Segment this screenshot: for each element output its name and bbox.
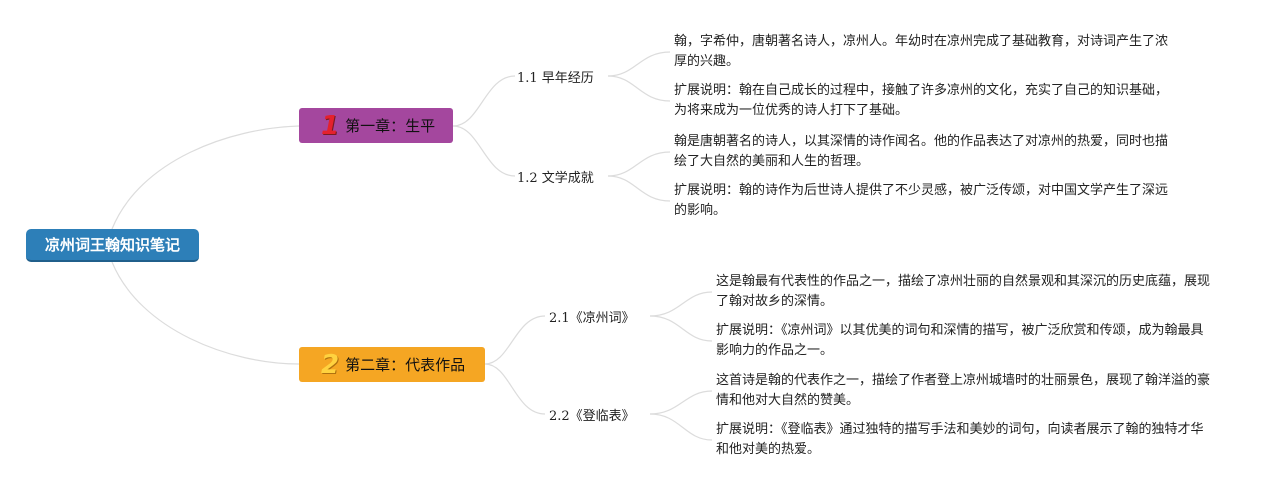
note-node[interactable]: 这首诗是翰的代表作之一，描绘了作者登上凉州城墙时的壮丽景色，展现了翰洋溢的豪情和… [716, 371, 1211, 411]
edge-s12-n1 [607, 151, 671, 177]
edge-s12-n2 [607, 175, 671, 202]
chapter-number-badge: 1 [321, 110, 340, 141]
section-title: 2.1《凉州词》 [549, 311, 635, 326]
edge-ch2-s22 [484, 363, 546, 415]
edge-s11-n1 [607, 51, 671, 77]
edge-s11-n2 [607, 75, 671, 102]
chapter-node-1[interactable]: 1 第一章：生平 [299, 108, 453, 143]
root-title: 凉州词王翰知识笔记 [44, 236, 180, 254]
section-node-1-2[interactable]: 1.2 文学成就 [517, 167, 594, 186]
edge-ch1-s11 [452, 75, 516, 127]
chapter-title: 第一章：生平 [345, 117, 436, 135]
edge-ch1-s12 [452, 125, 516, 177]
root-node[interactable]: 凉州词王翰知识笔记 [26, 229, 199, 262]
note-node[interactable]: 这是翰最有代表性的作品之一，描绘了凉州壮丽的自然景观和其深沉的历史底蕴，展现了翰… [716, 272, 1211, 312]
note-node[interactable]: 扩展说明：翰的诗作为后世诗人提供了不少灵感，被广泛传颂，对中国文学产生了深远的影… [674, 181, 1174, 221]
note-node[interactable]: 翰，字希仲，唐朝著名诗人，凉州人。年幼时在凉州完成了基础教育，对诗词产生了浓厚的… [674, 32, 1174, 72]
note-text: 扩展说明：《登临表》通过独特的描写手法和美妙的词句，向读者展示了翰的独特才华和他… [716, 422, 1204, 457]
chapter-node-2[interactable]: 2 第二章：代表作品 [299, 347, 485, 382]
section-title: 1.2 文学成就 [517, 171, 594, 186]
note-node[interactable]: 扩展说明：《凉州词》以其优美的词句和深情的描写，被广泛欣赏和传颂，成为翰最具影响… [716, 321, 1211, 361]
section-title: 1.1 早年经历 [517, 71, 594, 86]
note-text: 翰是唐朝著名的诗人，以其深情的诗作闻名。他的作品表达了对凉州的热爱，同时也描绘了… [674, 134, 1169, 169]
edge-s22-n2 [649, 413, 713, 441]
note-text: 这是翰最有代表性的作品之一，描绘了凉州壮丽的自然景观和其深沉的历史底蕴，展现了翰… [716, 274, 1211, 309]
edge-s22-n1 [649, 390, 713, 415]
chapter-title: 第二章：代表作品 [345, 356, 466, 374]
edge-s21-n2 [649, 315, 713, 342]
section-node-2-2[interactable]: 2.2《登临表》 [549, 405, 635, 424]
edge-ch2-s21 [484, 315, 546, 365]
note-text: 扩展说明：翰的诗作为后世诗人提供了不少灵感，被广泛传颂，对中国文学产生了深远的影… [674, 183, 1169, 218]
section-node-1-1[interactable]: 1.1 早年经历 [517, 67, 594, 86]
note-text: 扩展说明：翰在自己成长的过程中，接触了许多凉州的文化，充实了自己的知识基础，为将… [674, 83, 1169, 118]
note-node[interactable]: 扩展说明：《登临表》通过独特的描写手法和美妙的词句，向读者展示了翰的独特才华和他… [716, 420, 1211, 460]
note-text: 扩展说明：《凉州词》以其优美的词句和深情的描写，被广泛欣赏和传颂，成为翰最具影响… [716, 323, 1204, 358]
edge-root-ch2 [111, 261, 300, 365]
section-node-2-1[interactable]: 2.1《凉州词》 [549, 307, 635, 326]
edge-s21-n1 [649, 291, 713, 317]
chapter-number-badge: 2 [321, 349, 340, 380]
note-node[interactable]: 翰是唐朝著名的诗人，以其深情的诗作闻名。他的作品表达了对凉州的热爱，同时也描绘了… [674, 132, 1174, 172]
note-node[interactable]: 扩展说明：翰在自己成长的过程中，接触了许多凉州的文化，充实了自己的知识基础，为将… [674, 81, 1174, 121]
edge-root-ch1 [111, 125, 300, 230]
note-text: 这首诗是翰的代表作之一，描绘了作者登上凉州城墙时的壮丽景色，展现了翰洋溢的豪情和… [716, 373, 1211, 408]
section-title: 2.2《登临表》 [549, 409, 635, 424]
note-text: 翰，字希仲，唐朝著名诗人，凉州人。年幼时在凉州完成了基础教育，对诗词产生了浓厚的… [674, 34, 1169, 69]
